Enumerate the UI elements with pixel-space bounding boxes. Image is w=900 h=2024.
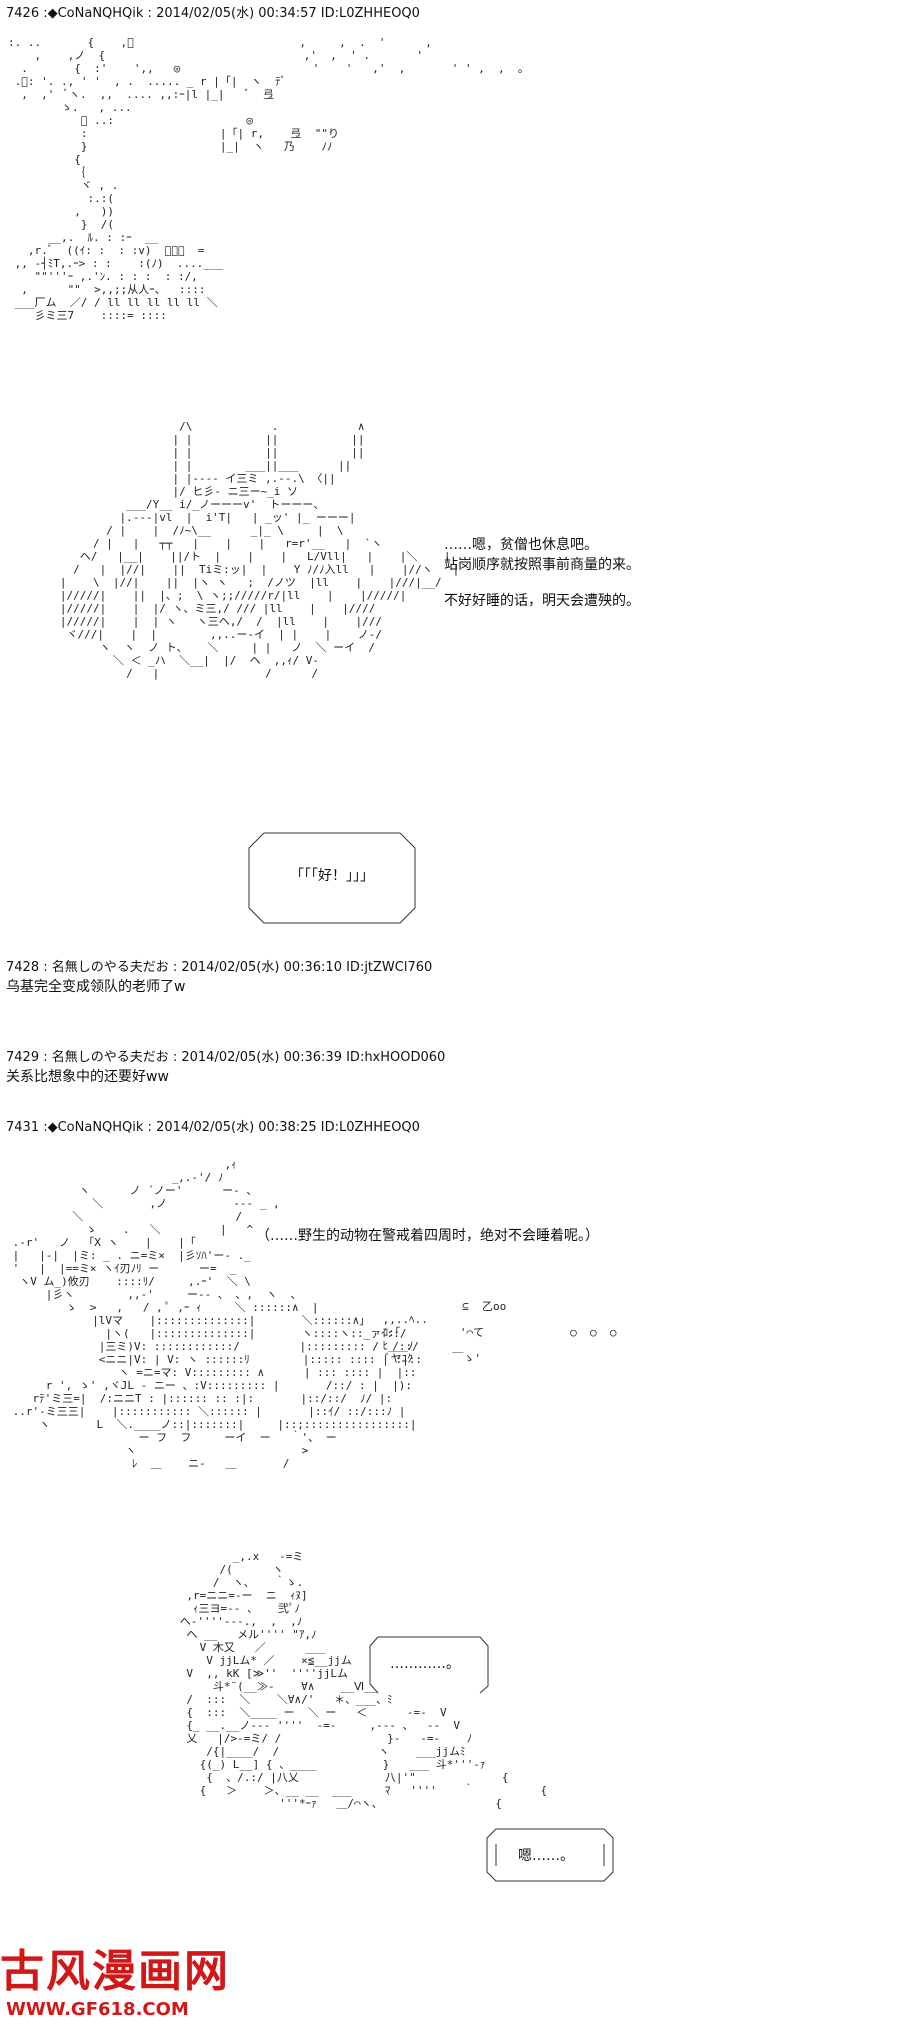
post-header-7431: 7431 :◆CoNaNQHQik : 2014/02/05(水) 00:38:…: [6, 1120, 420, 1135]
post-body-7429: 关系比想象中的还要好ww: [6, 1069, 169, 1085]
ascii-art-small-creatures: ⊆ 乙oo ,,..ﾍ.. ｺ:｢ '⌒て ○ ○ ○ ﾋ___ﾉ ﾞヤﾆｸ ￣…: [382, 1300, 617, 1365]
ascii-art-bottom-figure: _,.x -=ミ /( ヽ / ヽ、 ｀ゝ. ,r=ニニ=-ー ニ ｨﾇ] ｨ三…: [179, 1550, 548, 1810]
ascii-art-sleeping-animal: ,ｨ _,.-'/ ﾉ ヽ ノ ´ノー' ー- 、 ＼ ,ノ --- _ , ＼…: [12, 1158, 422, 1470]
speech-bubble-text-3: 嗯……。: [518, 1848, 574, 1864]
watermark-url: WWW.GF618.COM: [6, 1999, 189, 2020]
post-header-7428: 7428 : 名無しのやる夫だお : 2014/02/05(水) 00:36:1…: [6, 960, 433, 975]
speech-bubble-text-2: …………。: [390, 1656, 460, 1672]
speech-bubble-frame-2: [369, 1636, 489, 1694]
speech-bubble-frame: [248, 832, 416, 924]
speech-bubble-frame-3: [486, 1828, 614, 1882]
dialogue-line-2: 站岗顺序就按照事前商量的来。: [444, 557, 640, 573]
post-header-7429: 7429 : 名無しのやる夫だお : 2014/02/05(水) 00:36:3…: [6, 1050, 446, 1065]
speech-bubble-text: 「「「好！」」」: [290, 868, 374, 884]
dialogue-line-3: 不好好睡的话，明天会遭殃的。: [444, 593, 640, 609]
thought-line: （……野生的动物在警戒着四周时，绝对不会睡着呢。）: [256, 1228, 599, 1244]
ascii-art-tree: :. .. { ,ﾞ , , . ' , , ,ノ { ,' , ' . ' .…: [8, 36, 529, 322]
post-body-7428: 乌基完全变成领队的老师了w: [6, 979, 186, 995]
watermark-logo: 古风漫画网: [0, 1946, 230, 1997]
post-header-7426: 7426 :◆CoNaNQHQik : 2014/02/05(水) 00:34:…: [6, 6, 420, 21]
dialogue-line-1: ……嗯，贫僧也休息吧。: [444, 537, 598, 553]
ascii-art-figure: /\ . ∧ | | || || | | || || | | ___||___ …: [59, 420, 460, 680]
